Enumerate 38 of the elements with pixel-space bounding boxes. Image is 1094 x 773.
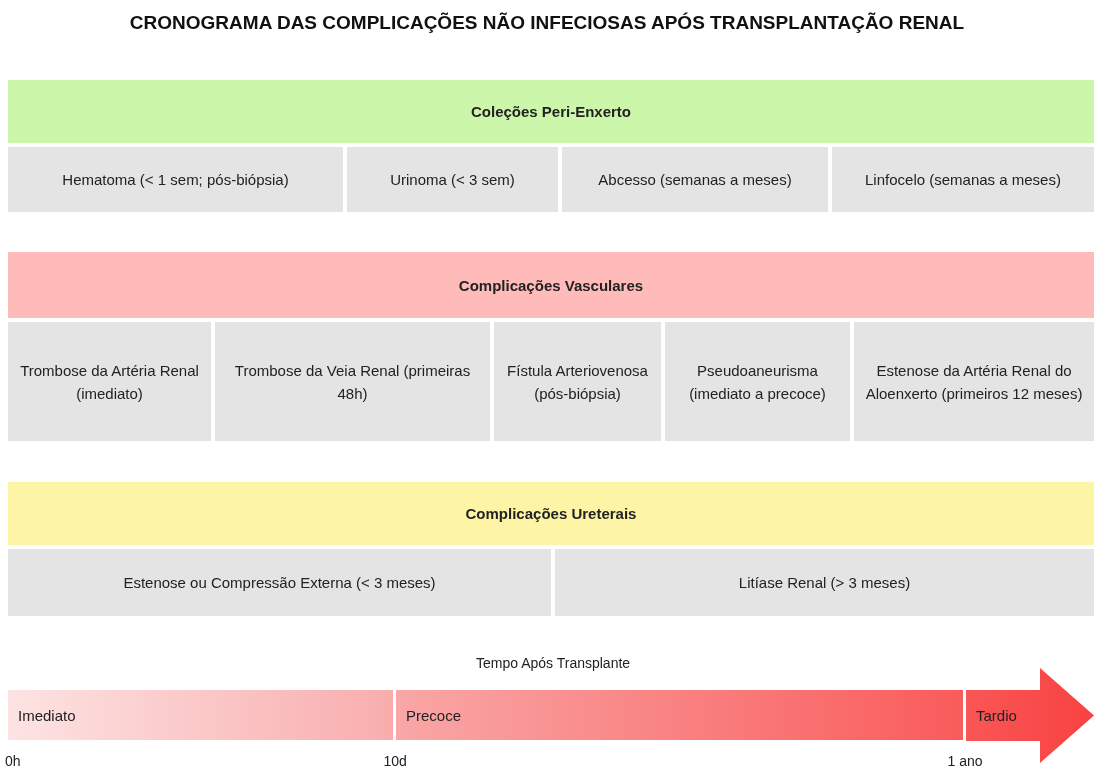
complication-text: Trombose da Veia Renal (primeiras 48h): [233, 360, 472, 404]
category-heading: Complicações Ureterais: [464, 504, 638, 524]
complication-text: Estenose da Artéria Renal do Aloenxerto (primeiros 12 meses): [864, 360, 1084, 404]
tick-label: 0h: [5, 753, 21, 769]
period-label: Precoce: [405, 705, 463, 726]
complication-text: Trombose da Artéria Renal (imediato): [19, 360, 200, 404]
diagram-title: CRONOGRAMA DAS COMPLICAÇÕES NÃO INFECIOSAS APÓS TRANSPLANTAÇÃO RENAL: [128, 12, 966, 34]
category-heading: Coleções Peri-Enxerto: [469, 102, 633, 122]
complication-box: [494, 322, 661, 441]
complication-text: Abcesso (semanas a meses): [597, 170, 793, 190]
complication-box: [854, 322, 1094, 441]
complication-box: [8, 322, 211, 441]
period-label: Imediato: [17, 705, 77, 726]
timeline-segment: [8, 690, 393, 740]
category-band: [8, 482, 1094, 545]
category-heading: Complicações Vasculares: [457, 275, 645, 296]
period-label: Tardio: [975, 706, 1018, 726]
complication-box: [215, 322, 490, 441]
complication-text: Urinoma (< 3 sem): [389, 170, 516, 190]
complication-box: [562, 147, 828, 212]
timeline-segment: [396, 690, 963, 740]
complication-box: [347, 147, 558, 212]
category-band: [8, 80, 1094, 143]
complication-box: [8, 147, 343, 212]
complication-box: [8, 549, 551, 616]
complication-text: Litíase Renal (> 3 meses): [737, 573, 912, 593]
complication-box: [665, 322, 850, 441]
complication-text: Hematoma (< 1 sem; pós-biópsia): [61, 170, 290, 190]
complication-text: Estenose ou Compressão Externa (< 3 meses): [122, 573, 437, 593]
complication-box: [555, 549, 1094, 616]
complication-text: Fístula Arteriovenosa (pós-biópsia): [506, 360, 649, 404]
complication-box: [832, 147, 1094, 212]
category-band: [8, 252, 1094, 318]
complication-text: Pseudoaneurisma (imediato a precoce): [688, 360, 827, 404]
tick-label: 10d: [383, 753, 407, 769]
tick-label: 1 ano: [947, 753, 983, 769]
complication-text: Linfocelo (semanas a meses): [864, 170, 1062, 190]
axis-title: Tempo Após Transplante: [476, 655, 631, 671]
